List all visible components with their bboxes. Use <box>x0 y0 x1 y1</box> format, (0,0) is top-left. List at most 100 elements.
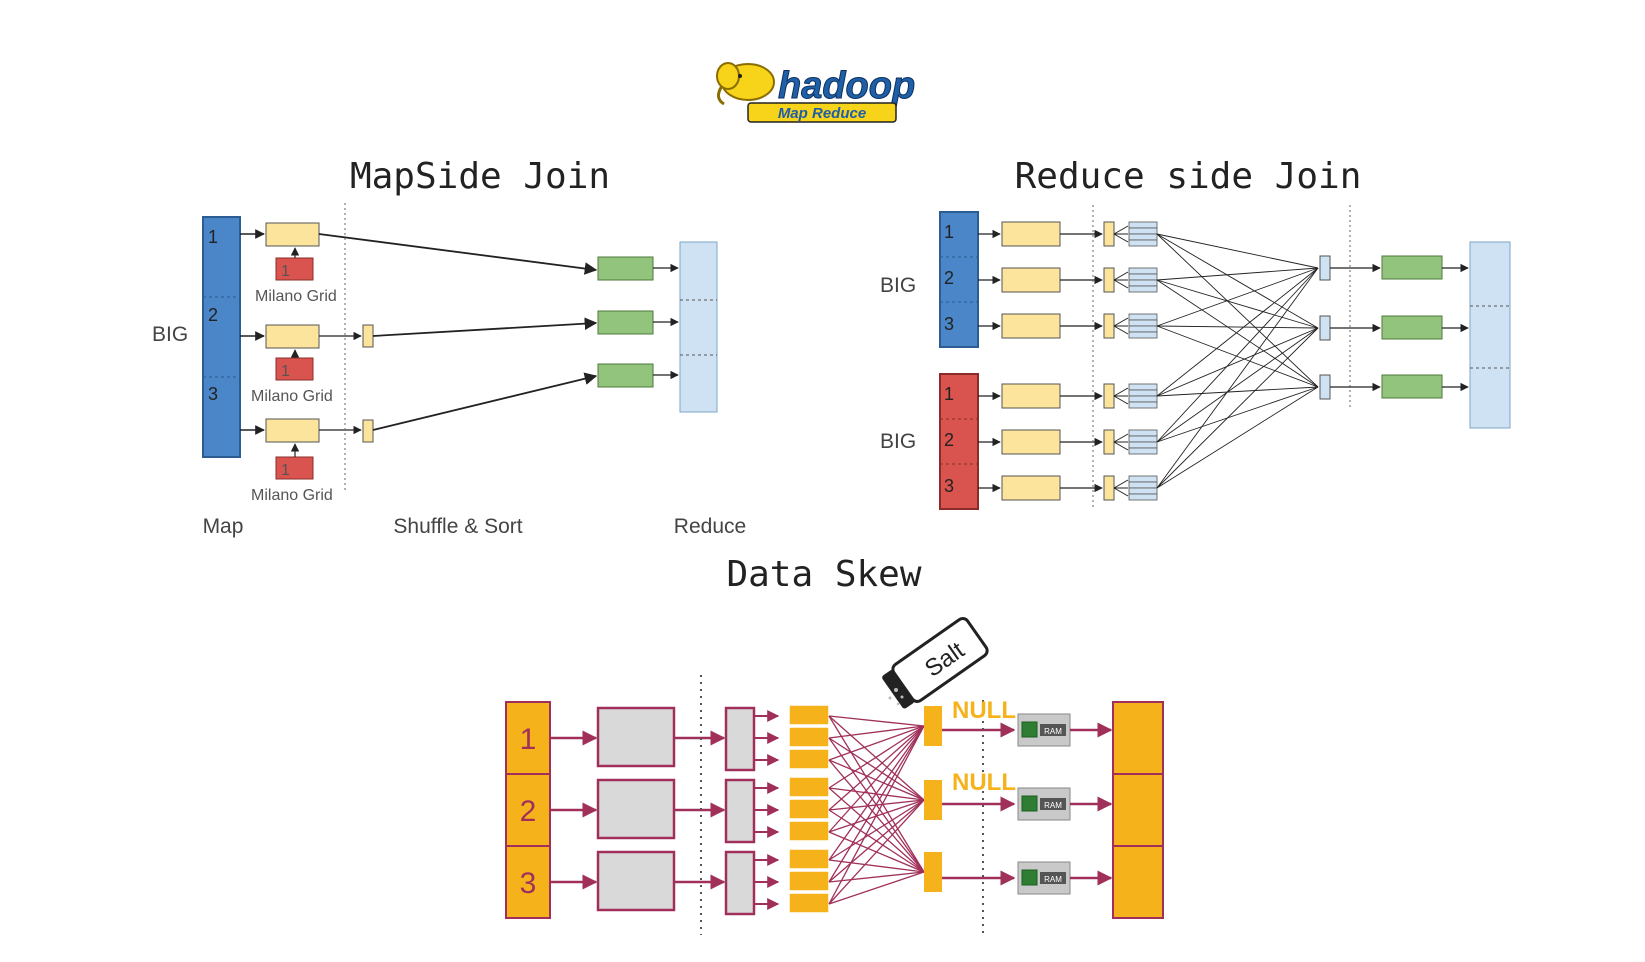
rs-shuffle-line <box>1156 267 1319 443</box>
skew-shuffle-line <box>828 799 925 883</box>
rs-partition-slot <box>1128 267 1158 275</box>
rs-partition-slot <box>1128 273 1158 281</box>
skew-partition-slot <box>788 870 830 892</box>
map-task-box <box>265 324 320 349</box>
skew-reduce-key-box <box>924 706 942 746</box>
rs-reduce-sort-box <box>1319 255 1331 281</box>
rs-top-partition-1: 1 <box>944 222 954 242</box>
rs-sort-box <box>1103 221 1115 247</box>
ram-strip <box>1040 724 1066 736</box>
rs-partition-slot <box>1128 401 1158 409</box>
grid-label-2: Milano Grid <box>251 388 333 405</box>
skew-partition-slot <box>788 892 830 914</box>
skew-shuffle-line <box>828 859 925 873</box>
rs-shuffle-line <box>1156 386 1319 443</box>
rs-partition-slot <box>1128 325 1158 333</box>
skew-shuffle-line <box>828 715 925 727</box>
rs-partition-slot <box>1128 279 1158 287</box>
rs-partition-slot <box>1128 481 1158 489</box>
skew-shuffle-line <box>828 799 925 905</box>
map-partition-3: 3 <box>208 384 218 404</box>
rs-top-partition-3: 3 <box>944 314 954 334</box>
skew-shuffle-line <box>828 725 925 833</box>
rs-shuffle-line <box>1156 325 1319 329</box>
skew-map-task-box <box>596 706 676 768</box>
title-data-skew: Data Skew <box>726 554 921 595</box>
rs-shuffle-line <box>1156 327 1319 443</box>
rs-fan-line <box>1113 387 1129 397</box>
skew-reduce-key-box <box>924 852 942 892</box>
rs-big-label-bottom: BIG <box>880 430 916 453</box>
skew-partition-slot <box>788 820 830 842</box>
rs-map-task-box <box>1001 475 1061 501</box>
rs-shuffle-line <box>1156 327 1319 397</box>
rs-fan-line <box>1113 479 1129 489</box>
rs-shuffle-line <box>1156 233 1319 329</box>
rs-partition-slot <box>1128 493 1158 501</box>
rs-partition-slot <box>1128 331 1158 339</box>
rs-fan-line <box>1113 317 1129 327</box>
rs-reduce-task-box <box>1381 374 1443 399</box>
logo-subtitle: Map Reduce <box>778 105 866 122</box>
rs-shuffle-line <box>1156 267 1319 281</box>
skew-partition-slot <box>788 776 830 798</box>
ram-strip <box>1040 798 1066 810</box>
rs-shuffle-line <box>1156 267 1319 489</box>
mapside-join-diagram: 1 2 3 BIG 1 Milano Grid 1 Milano Grid 1 … <box>152 203 746 538</box>
rs-partition-slot <box>1128 313 1158 321</box>
big-table-red <box>939 373 979 510</box>
rs-reduce-sort-box <box>1319 374 1331 400</box>
rs-reduce-task-box <box>1381 255 1443 280</box>
chip-core <box>1021 869 1038 886</box>
skew-output-bar <box>1112 701 1164 919</box>
rs-big-label-top: BIG <box>880 274 916 297</box>
rs-partition-slot <box>1128 487 1158 495</box>
skew-partition-slot <box>788 748 830 770</box>
grid-label-1: Milano Grid <box>255 288 337 305</box>
elephant-icon <box>716 62 775 106</box>
rs-partition-slot <box>1128 383 1158 391</box>
rs-map-task-box <box>1001 221 1061 247</box>
rs-shuffle-line <box>1156 279 1319 329</box>
salt-shaker-icon: Salt <box>882 617 989 709</box>
grid-num-2: 1 <box>281 363 290 380</box>
rs-sort-box <box>1103 267 1115 293</box>
stage-map: Map <box>203 515 244 538</box>
rs-fan-line <box>1113 233 1129 243</box>
rs-partition-slot <box>1128 441 1158 449</box>
rs-partition-slot <box>1128 389 1158 397</box>
ram-chip-icon: RAM <box>1017 861 1071 895</box>
hadoop-logo: hadoop Map Reduce <box>716 62 916 123</box>
ram-chip-icon: RAM <box>1017 787 1071 821</box>
skew-partition-slot <box>788 704 830 726</box>
rs-fan-line <box>1113 279 1129 289</box>
skew-rows: RAM RAM RAM <box>550 704 1113 916</box>
rs-fan-line <box>1113 441 1129 451</box>
map-partition-1: 1 <box>208 227 218 247</box>
shuffle-box <box>362 324 374 348</box>
skew-sort-box <box>724 850 756 916</box>
rs-partition-slot <box>1128 221 1158 229</box>
reduceside-map-rows <box>978 221 1319 501</box>
rs-fan-line <box>1113 433 1129 443</box>
skew-shuffle-line <box>828 725 925 861</box>
big-label: BIG <box>152 323 188 346</box>
skew-shuffle-line <box>828 871 925 883</box>
skew-partition-slot <box>788 726 830 748</box>
skew-shuffle-line <box>828 799 925 861</box>
map-task-box <box>265 418 320 443</box>
rs-partition-slot <box>1128 447 1158 455</box>
rs-shuffle-line <box>1156 325 1319 388</box>
rs-shuffle-line <box>1156 386 1319 397</box>
skew-map-task-box <box>596 778 676 840</box>
skew-shuffle-line <box>828 759 925 801</box>
ram-label: RAM <box>1044 727 1062 736</box>
skew-shuffle-line <box>828 725 925 739</box>
rs-fan-line <box>1113 487 1129 497</box>
null-label-2: NULL <box>952 769 1016 796</box>
rs-shuffle-line <box>1156 279 1319 388</box>
rs-bottom-partition-1: 1 <box>944 384 954 404</box>
